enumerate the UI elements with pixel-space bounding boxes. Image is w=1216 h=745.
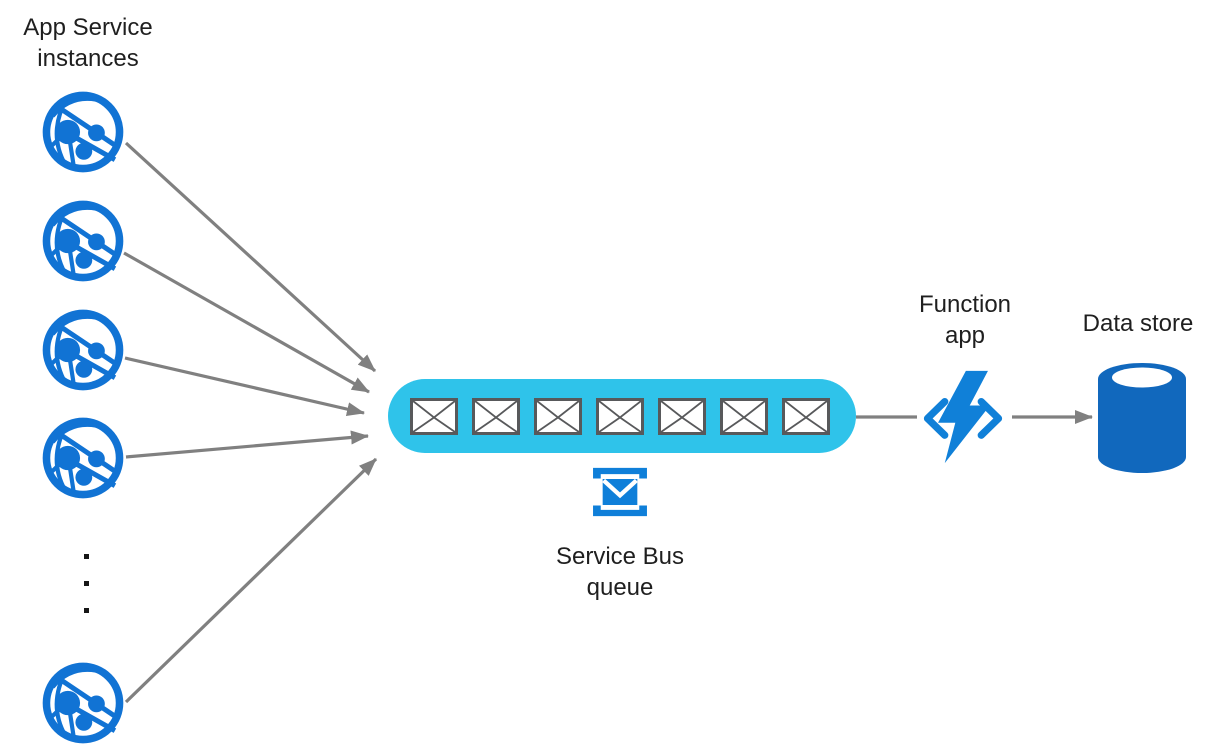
ellipsis-dot (84, 554, 89, 559)
queue-message-icon (782, 397, 830, 435)
service-bus-label-line2: queue (586, 574, 654, 601)
ellipsis-dot (84, 608, 89, 613)
queue-message-icon (410, 397, 458, 435)
app-service-instance-icon (41, 90, 125, 174)
arrow-instance2-to-queue (123, 251, 370, 394)
app-service-label: App Service instances (0, 12, 176, 74)
data-store-label-text: Data store (1082, 310, 1194, 337)
app-service-label-line1: App Service (23, 14, 153, 41)
queue-message-icon (534, 397, 582, 435)
service-bus-label-line1: Service Bus (555, 543, 685, 570)
queue-message-icon (720, 397, 768, 435)
app-service-instance-icon (41, 199, 125, 283)
function-app-label: Function app (885, 289, 1045, 351)
arrow-instance1-to-queue (124, 141, 377, 373)
ellipsis-dot (84, 581, 89, 586)
function-app-label-line1: Function (918, 291, 1012, 318)
queue-message-icon (658, 397, 706, 435)
app-service-instance-icon (41, 661, 125, 745)
service-bus-icon (591, 466, 649, 518)
app-service-label-line2: instances (37, 45, 139, 72)
queue-message-icon (596, 397, 644, 435)
app-service-instance-icon (41, 416, 125, 500)
arrow-instance3-to-queue (124, 356, 365, 417)
function-app-icon (915, 369, 1011, 465)
service-bus-label: Service Bus queue (520, 541, 720, 603)
data-store-label: Data store (1060, 308, 1216, 339)
queue-message-icon (472, 397, 520, 435)
app-service-instance-icon (41, 308, 125, 392)
function-app-label-line2: app (944, 322, 986, 349)
data-store-icon (1096, 361, 1188, 475)
service-bus-queue-pill (388, 379, 856, 453)
arrow-instance5-to-queue (124, 457, 378, 704)
instances-ellipsis (84, 554, 89, 613)
arrow-instance4-to-queue (125, 430, 369, 459)
